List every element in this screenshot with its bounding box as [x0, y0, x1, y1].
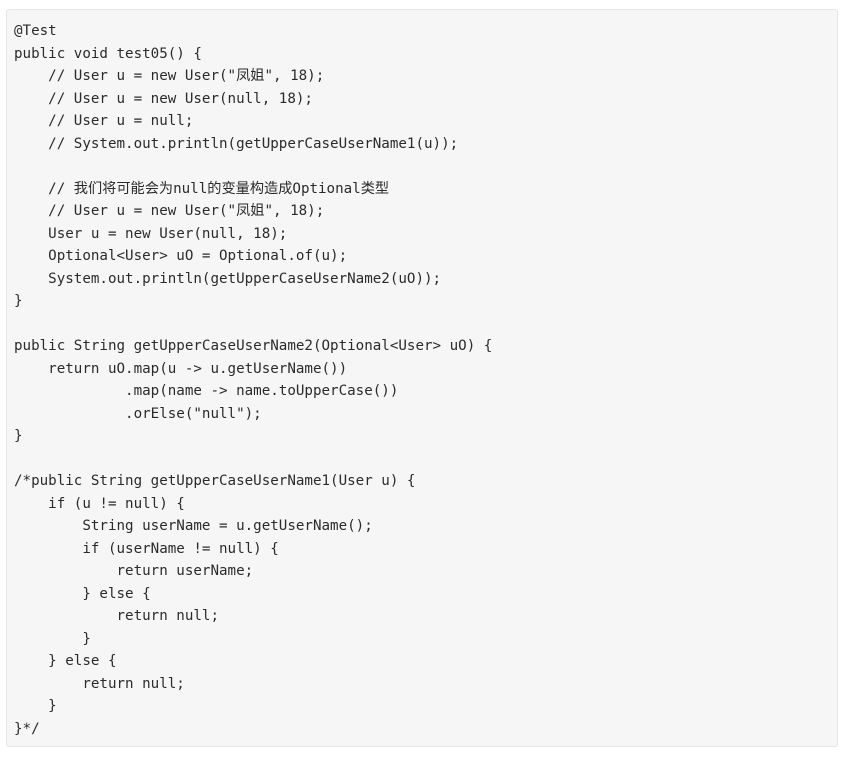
code-line — [14, 155, 837, 178]
code-line: // User u = new User("凤姐", 18); — [14, 203, 325, 219]
code-line: @Test — [14, 23, 57, 39]
code-line — [14, 448, 837, 471]
code-block: @Test public void test05() { // User u =… — [6, 9, 838, 747]
code-line: // User u = new User(null, 18); — [14, 90, 313, 107]
code-line: User u = new User(null, 18); — [14, 225, 288, 242]
code-line: } — [14, 293, 23, 309]
code-line: String userName = u.getUserName(); — [14, 518, 373, 534]
code-line: } — [14, 698, 57, 714]
code-line: .map(name -> name.toUpperCase()) — [14, 383, 399, 399]
code-line: if (userName != null) { — [14, 540, 279, 557]
code-line: return userName; — [14, 563, 254, 579]
code-line: // System.out.println(getUpperCaseUserNa… — [14, 135, 459, 152]
code-line: .orElse("null"); — [14, 405, 262, 422]
code-line: } else { — [14, 585, 151, 602]
code-line: public String getUpperCaseUserName2(Opti… — [14, 338, 493, 354]
code-line: return null; — [14, 608, 219, 624]
code-line — [14, 313, 837, 336]
code-line: if (u != null) { — [14, 495, 185, 512]
code-line: /*public String getUpperCaseUserName1(Us… — [14, 473, 416, 489]
code-line: } — [14, 428, 23, 444]
code-line: }*/ — [14, 720, 40, 737]
code-line: return null; — [14, 675, 185, 692]
code-line: // User u = null; — [14, 113, 194, 129]
code-line: Optional<User> uO = Optional.of(u); — [14, 248, 348, 264]
code-line: // User u = new User("凤姐", 18); — [14, 68, 325, 84]
code-line: // 我们将可能会为null的变量构造成Optional类型 — [14, 180, 390, 197]
code-line: System.out.println(getUpperCaseUserName2… — [14, 270, 442, 287]
code-line: } — [14, 630, 91, 647]
code-line: } else { — [14, 653, 117, 669]
code-line: public void test05() { — [14, 45, 202, 62]
code-line: return uO.map(u -> u.getUserName()) — [14, 360, 348, 377]
